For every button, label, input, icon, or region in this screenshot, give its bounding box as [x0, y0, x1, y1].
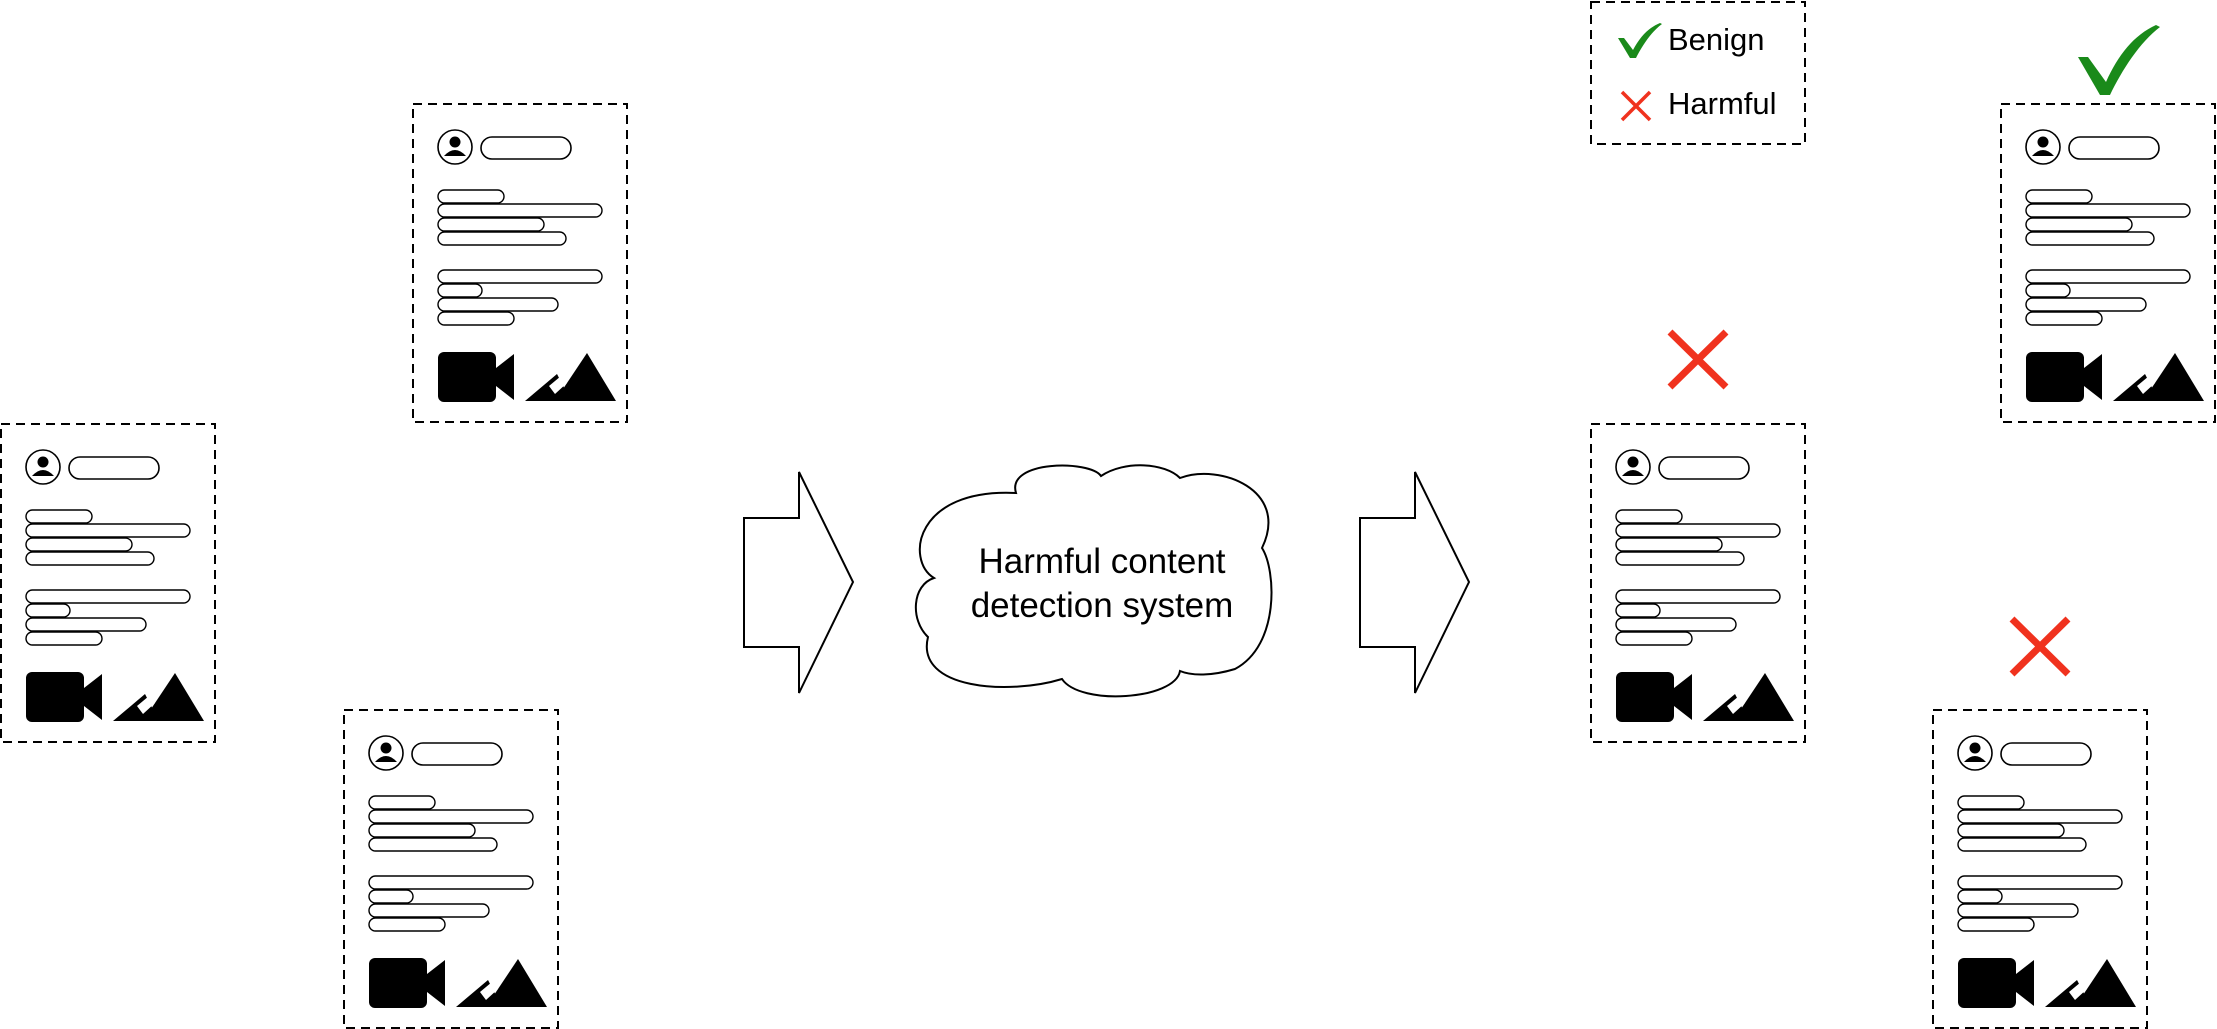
cross-icon [2009, 616, 2071, 677]
cross-icon [1667, 329, 1729, 390]
detection-system-label: Harmful content detection system [912, 540, 1292, 628]
system-label-line-2: detection system [970, 586, 1234, 625]
input-arrow [743, 471, 855, 694]
input-post-2 [412, 103, 628, 423]
output-post-harmful-1 [1590, 423, 1806, 743]
cross-icon [1620, 90, 1652, 122]
check-icon [1618, 23, 1662, 58]
input-post-3 [343, 709, 559, 1029]
detection-system-cloud [915, 464, 1273, 698]
check-icon [2078, 25, 2160, 95]
legend-box [1590, 1, 1806, 145]
output-arrow [1359, 471, 1471, 694]
legend-benign-label: Benign [1668, 22, 1765, 57]
output-post-benign [2000, 103, 2216, 423]
system-label-line-1: Harmful content [978, 542, 1226, 581]
output-post-harmful-2 [1932, 709, 2148, 1029]
input-post-1 [0, 423, 216, 743]
legend-harmful-label: Harmful [1668, 86, 1777, 121]
